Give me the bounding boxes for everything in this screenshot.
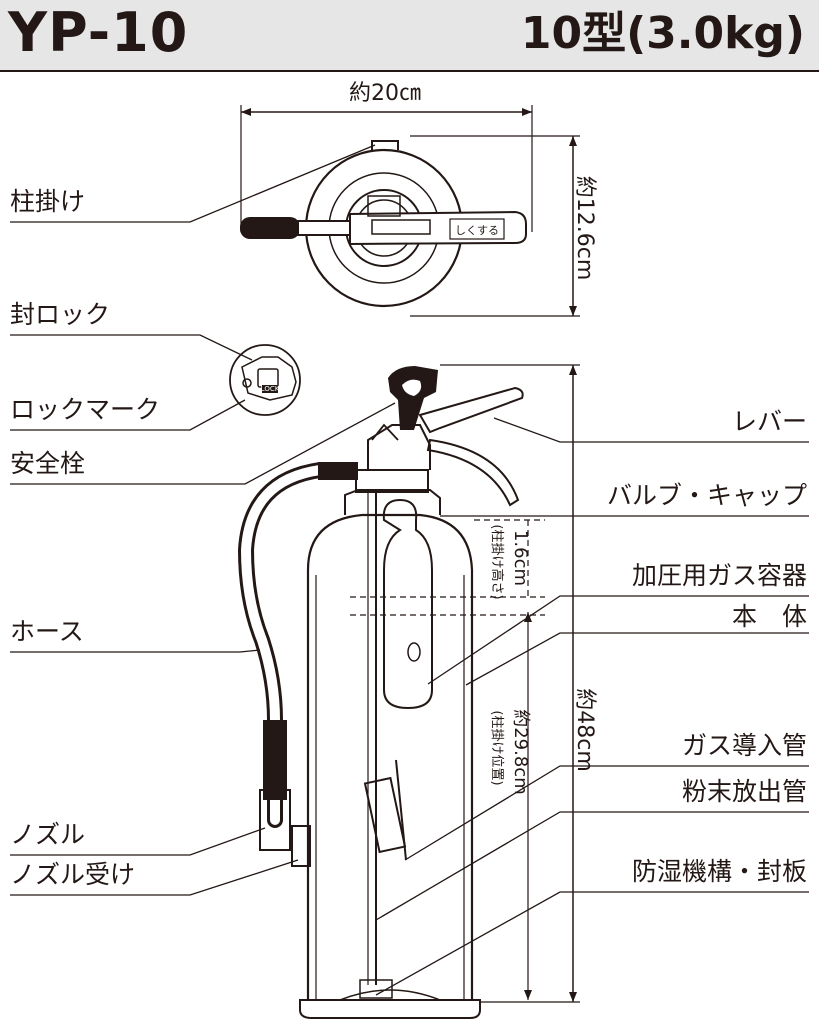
label-lever: レバー — [731, 407, 807, 436]
label-valve-cap: バルブ・キャップ — [606, 481, 807, 510]
top-depth-dim: 約12.6cm — [572, 176, 597, 281]
handle-text: しくする — [455, 224, 499, 237]
label-gas-tube: ガス導入管 — [681, 731, 807, 760]
label-gas-container: 加圧用ガス容器 — [631, 561, 807, 590]
hook-height-value: 1.6cm — [510, 530, 531, 586]
label-nozzle: ノズル — [10, 820, 86, 849]
top-view-drawing — [240, 105, 580, 317]
label-seal-lock: 封ロック — [10, 300, 111, 329]
label-pillar-hook: 柱掛け — [10, 187, 86, 216]
label-moisture-seal: 防湿機構・封板 — [631, 857, 807, 886]
label-nozzle-holder: ノズル受け — [10, 860, 136, 889]
model-title: YP-10 — [8, 1, 189, 64]
height-dim: 約48cm — [572, 688, 597, 772]
hook-height-note: (柱掛け高さ) — [489, 524, 505, 599]
lock-text: LOCK — [261, 385, 280, 393]
extinguisher-body-drawing — [237, 364, 580, 1019]
label-powder-tube: 粉末放出管 — [681, 777, 807, 806]
label-body: 本 体 — [731, 602, 807, 631]
leader-lines — [10, 144, 809, 996]
label-lock-mark: ロックマーク — [10, 395, 161, 424]
header-bar: YP-10 10型(3.0kg) — [0, 0, 819, 72]
lock-detail-drawing — [229, 344, 301, 416]
label-hose: ホース — [10, 617, 84, 646]
hook-position-note: (柱掛け位置) — [489, 710, 504, 785]
top-width-dim: 約20㎝ — [349, 81, 421, 106]
label-safety-pin: 安全栓 — [10, 449, 86, 478]
hook-position-value: 約29.8cm — [510, 709, 531, 795]
model-spec: 10型(3.0kg) — [520, 8, 805, 59]
